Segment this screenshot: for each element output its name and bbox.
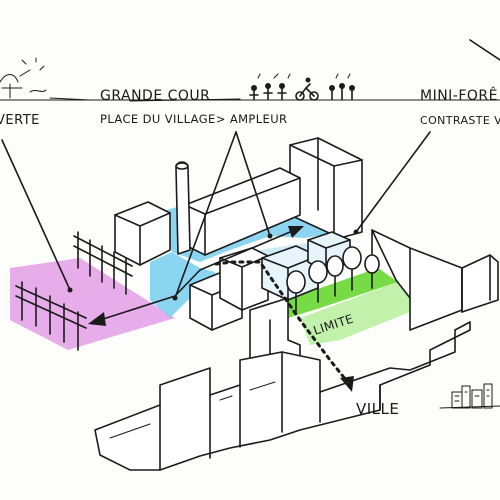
blue-zone-left: [150, 252, 218, 318]
people-sketch-icon: [249, 73, 291, 100]
label-grande-cour: GRANDE COUR: [100, 88, 210, 104]
blue-direction-arrow: [174, 231, 291, 297]
tree-icon: [286, 270, 306, 313]
bench-sketch-icon: [0, 57, 47, 99]
label-contraste: CONTRASTE V: [420, 114, 500, 127]
city-skyline-icon: [439, 383, 500, 409]
far-right-block: [461, 254, 499, 313]
arrowhead: [88, 312, 106, 326]
green-zone: [286, 268, 398, 318]
label-ville: VILLE: [356, 400, 399, 418]
light-green-zone: [300, 282, 410, 345]
trees: [286, 246, 380, 313]
tree-icon: [342, 246, 362, 291]
horizon-band: [0, 57, 500, 102]
left-cube: [114, 201, 171, 266]
chimney: [175, 161, 191, 255]
leader-lines: [1, 39, 500, 299]
tree-icon: [364, 254, 380, 289]
pergola-structure: [15, 231, 133, 351]
pink-direction-arrow: [99, 295, 176, 321]
tree-icon: [308, 260, 328, 303]
cyclist-sketch-icon: [295, 77, 319, 101]
arrowhead: [288, 226, 304, 238]
people-sketch-icon: [329, 73, 355, 100]
tree-icon: [326, 255, 344, 297]
dotted-axis: [214, 260, 348, 382]
label-left-top: VERTE: [0, 113, 40, 128]
central-cube-2: [219, 247, 269, 311]
arrowhead: [340, 376, 354, 392]
pink-zone: [10, 258, 175, 350]
right-long-block: [371, 229, 463, 331]
label-mini-foret: MINI-FORÊ: [420, 86, 498, 104]
arrows: [67, 226, 359, 392]
label-place-du-village: PLACE DU VILLAGE> AMPLEUR: [100, 112, 287, 126]
